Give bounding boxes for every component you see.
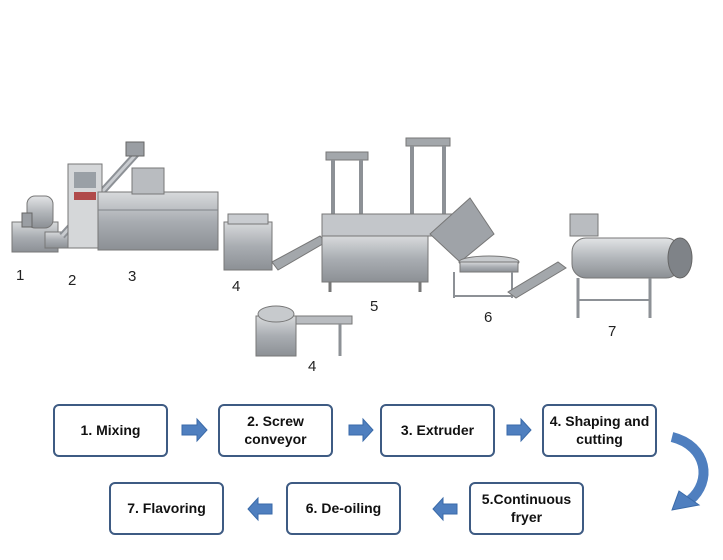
continuous-fryer-machine bbox=[321, 137, 495, 292]
step-extruder: 3. Extruder bbox=[380, 404, 495, 457]
arrow-right-2 bbox=[348, 417, 374, 443]
arrow-left-1 bbox=[432, 496, 458, 522]
machine-label-4b: 4 bbox=[308, 358, 317, 375]
machine-label-4: 4 bbox=[232, 278, 241, 295]
step-de-oiling: 6. De-oiling bbox=[286, 482, 401, 535]
machine-label-7: 7 bbox=[608, 323, 617, 340]
cutter-machine bbox=[255, 305, 353, 357]
de-oiling-machine bbox=[453, 255, 520, 298]
machine-label-1: 1 bbox=[16, 267, 25, 284]
flavoring-machine bbox=[507, 213, 693, 318]
extruder-machine bbox=[67, 163, 219, 251]
step-flavoring: 7. Flavoring bbox=[109, 482, 224, 535]
arrow-right-3 bbox=[506, 417, 532, 443]
shaping-cutting-machine bbox=[223, 213, 327, 271]
step-mixing: 1. Mixing bbox=[53, 404, 168, 457]
step-screw-conveyor: 2. Screw conveyor bbox=[218, 404, 333, 457]
machine-label-5: 5 bbox=[370, 298, 379, 315]
step-continuous-fryer: 5.Continuous fryer bbox=[469, 482, 584, 535]
machine-label-6: 6 bbox=[484, 309, 493, 326]
machine-label-2: 2 bbox=[68, 272, 77, 289]
machine-label-3: 3 bbox=[128, 268, 137, 285]
arrow-curve bbox=[670, 432, 709, 511]
arrow-right-1 bbox=[181, 417, 208, 443]
arrow-left-2 bbox=[247, 496, 273, 522]
step-shaping-cutting: 4. Shaping and cutting bbox=[542, 404, 657, 457]
